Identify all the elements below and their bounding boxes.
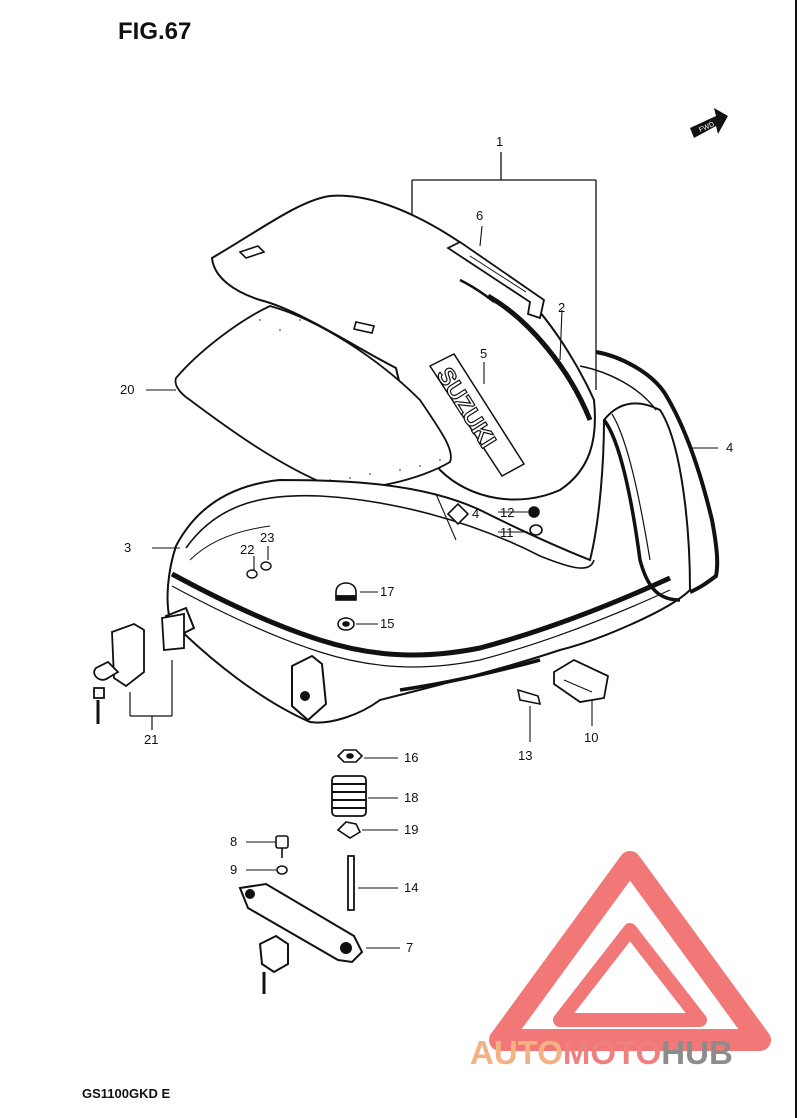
nut-9 [276, 865, 288, 875]
washer-11 [529, 524, 543, 536]
callout-16: 16 [404, 750, 418, 765]
nut-12 [528, 506, 540, 518]
callout-23: 23 [260, 530, 274, 545]
case-latch-front [291, 654, 328, 722]
screw-8 [275, 835, 289, 858]
callout-18: 18 [404, 790, 418, 805]
washer-19 [336, 821, 362, 839]
rail-trim [446, 240, 546, 320]
callout-1: 1 [496, 134, 503, 149]
pin-14 [347, 855, 355, 911]
callout-6: 6 [476, 208, 483, 223]
callout-9: 9 [230, 862, 237, 877]
callout-3: 3 [124, 540, 131, 555]
callout-11: 11 [500, 525, 514, 540]
washer-22-23 [246, 561, 272, 579]
callout-8: 8 [230, 834, 237, 849]
cap-nut-17 [335, 582, 357, 601]
watermark-hub: HUB [661, 1034, 733, 1071]
callout-10: 10 [584, 730, 598, 745]
watermark-auto: AUTO [470, 1034, 563, 1071]
callout-15: 15 [380, 616, 394, 631]
figure-title: FIG.67 [118, 18, 192, 45]
callout-21-bracket [129, 660, 173, 730]
callout-4: 4 [726, 440, 733, 455]
leader-lines [146, 225, 718, 949]
model-footer: GS1100GKD E [82, 1086, 171, 1101]
watermark-text: AUTOMOTOHUB [470, 1034, 733, 1072]
callout-17: 17 [380, 584, 394, 599]
washer-15 [337, 617, 355, 631]
watermark-logo-icon [489, 851, 771, 1051]
callout-5: 5 [480, 346, 487, 361]
callout-7: 7 [406, 940, 413, 955]
callout-21: 21 [144, 732, 158, 747]
lid-inner-pad [174, 305, 452, 490]
callout-22: 22 [240, 542, 254, 557]
spring-18 [331, 775, 367, 817]
watermark-moto: MOTO [562, 1034, 662, 1071]
callout-1-bracket [411, 152, 597, 390]
lock-assembly-21 [93, 612, 185, 724]
grommet-14-small [446, 502, 470, 526]
damper-13 [516, 688, 542, 706]
fwd-arrow-icon: FWD [690, 108, 728, 138]
callout-4-small: 4 [472, 506, 479, 521]
pad-texture [259, 319, 441, 481]
lock-bar-7 [238, 882, 364, 994]
callout-13: 13 [518, 748, 532, 763]
case-body [166, 402, 692, 724]
callout-20: 20 [120, 382, 134, 397]
callout-labels: 1 2 3 4 4 5 6 7 8 9 10 11 12 13 14 15 16… [120, 134, 733, 955]
nut-16 [336, 749, 364, 763]
hinge-10 [553, 658, 610, 703]
callout-2: 2 [558, 300, 565, 315]
callout-19: 19 [404, 822, 418, 837]
callout-14: 14 [404, 880, 418, 895]
fwd-label: FWD [698, 121, 715, 134]
callout-12: 12 [500, 505, 514, 520]
seal-gasket [579, 350, 720, 594]
